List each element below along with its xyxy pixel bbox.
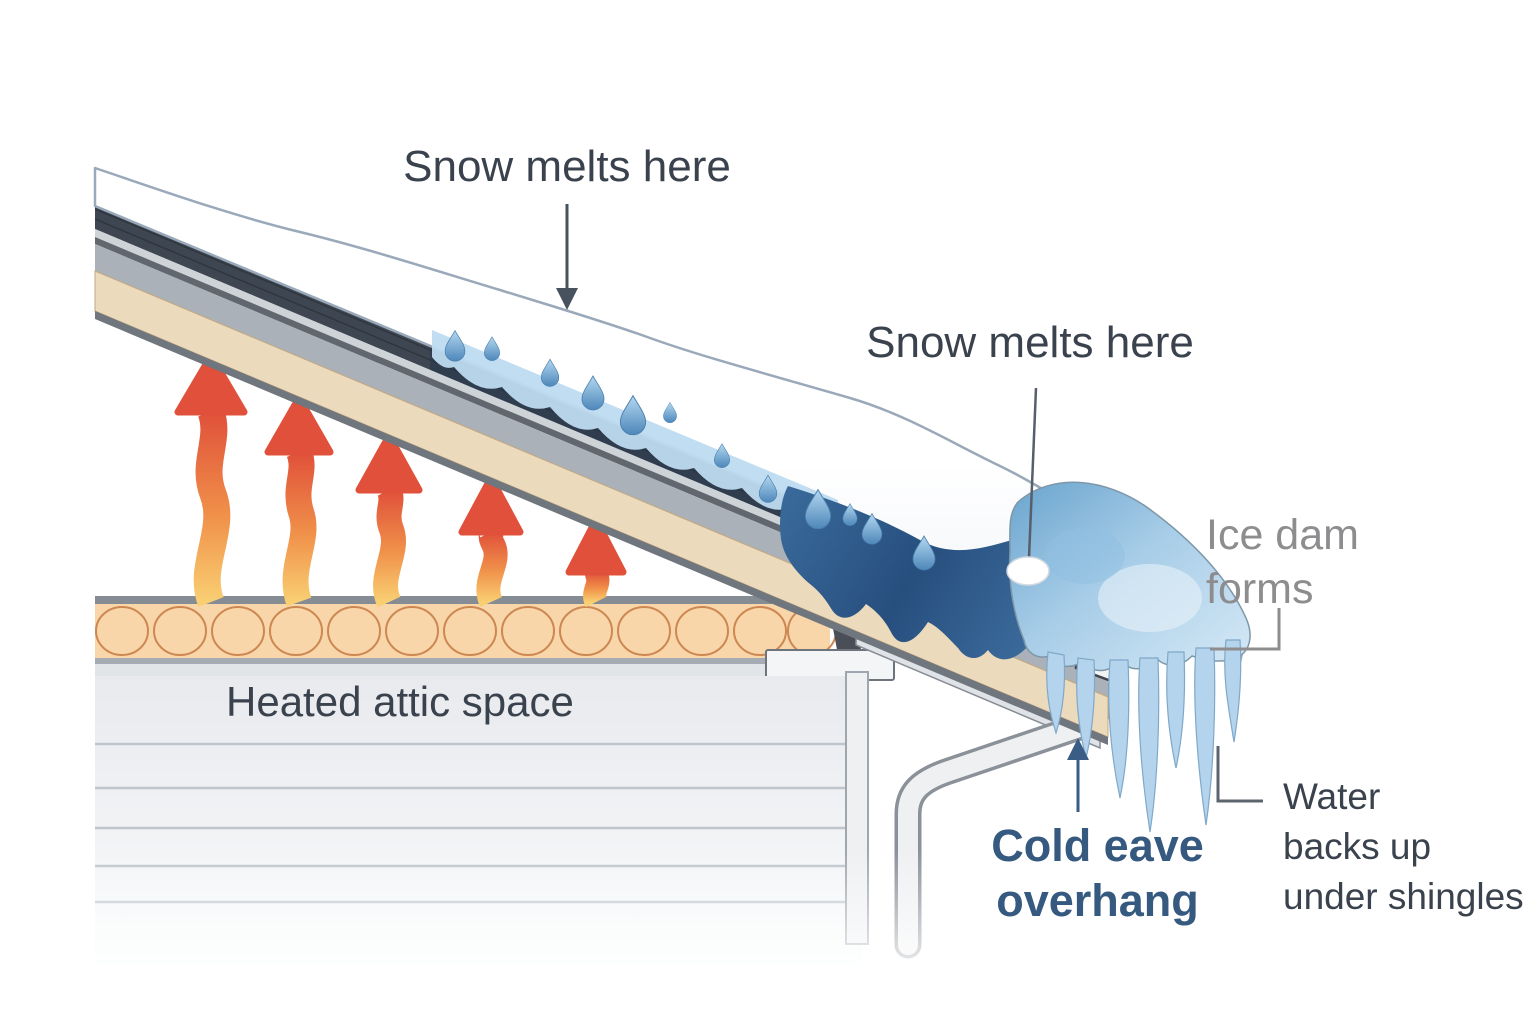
arrow-down-to-snow: [556, 204, 578, 310]
icicle: [1224, 639, 1242, 743]
top-plate-beam: [765, 649, 895, 681]
ice-dam-connector: [1210, 608, 1281, 651]
label-cold-eave-line1: Cold eave: [991, 820, 1204, 871]
label-snow-melts-upper: Snow melts here: [352, 142, 782, 192]
icicle: [1108, 659, 1130, 799]
ice-dam: [1008, 481, 1251, 833]
annotation-connectors: [556, 204, 1281, 812]
label-heated-attic-space: Heated attic space: [226, 678, 574, 726]
arrow-up-to-eave: [1067, 738, 1089, 812]
icicle: [1166, 651, 1186, 769]
label-water-backs-up: Water backs up under shingles: [1283, 772, 1524, 922]
label-snow-melts-lower-text: Snow melts here: [866, 318, 1194, 367]
melt-spot-dot: [1006, 556, 1050, 586]
heat-arrow-1: [174, 352, 248, 607]
heat-arrow-2: [264, 394, 334, 607]
label-snow-melts-lower: Snow melts here: [820, 318, 1240, 368]
heat-arrow-5: [565, 516, 627, 608]
ice-shading: [1045, 528, 1125, 584]
water-connector: [1216, 746, 1263, 803]
label-ice-dam-line1: Ice dam: [1206, 511, 1359, 559]
heat-arrows: [174, 352, 627, 608]
label-cold-eave-overhang: Cold eave overhang: [960, 818, 1235, 928]
ceiling-lower-line: [95, 658, 868, 664]
icicles: [1046, 639, 1242, 833]
pointer-line-to-melt-spot: [1006, 387, 1050, 586]
insulation-batt: [95, 604, 830, 658]
icicle: [1194, 647, 1216, 826]
icicle: [1138, 657, 1160, 833]
label-water-line1: Water: [1283, 776, 1381, 817]
label-water-line3: under shingles: [1283, 876, 1524, 917]
ice-highlight: [1098, 564, 1202, 632]
label-heated-attic-text: Heated attic space: [226, 678, 574, 725]
label-ice-dam-line2: forms: [1206, 565, 1314, 613]
insulation-cell-pattern: [95, 606, 837, 656]
bottom-fade: [0, 850, 1536, 1024]
heat-arrow-4: [458, 474, 524, 607]
label-snow-melts-upper-text: Snow melts here: [403, 142, 731, 191]
attic-ceiling: [95, 596, 895, 681]
label-water-line2: backs up: [1283, 826, 1432, 867]
icicle: [1046, 651, 1066, 735]
ceiling-board: [95, 596, 832, 605]
label-cold-eave-line2: overhang: [996, 875, 1199, 926]
roof-underside-line: [95, 311, 1108, 745]
heat-arrow-3: [355, 432, 423, 608]
label-ice-dam-forms: Ice dam forms: [1206, 508, 1359, 616]
wall-top-trim: [95, 664, 868, 676]
